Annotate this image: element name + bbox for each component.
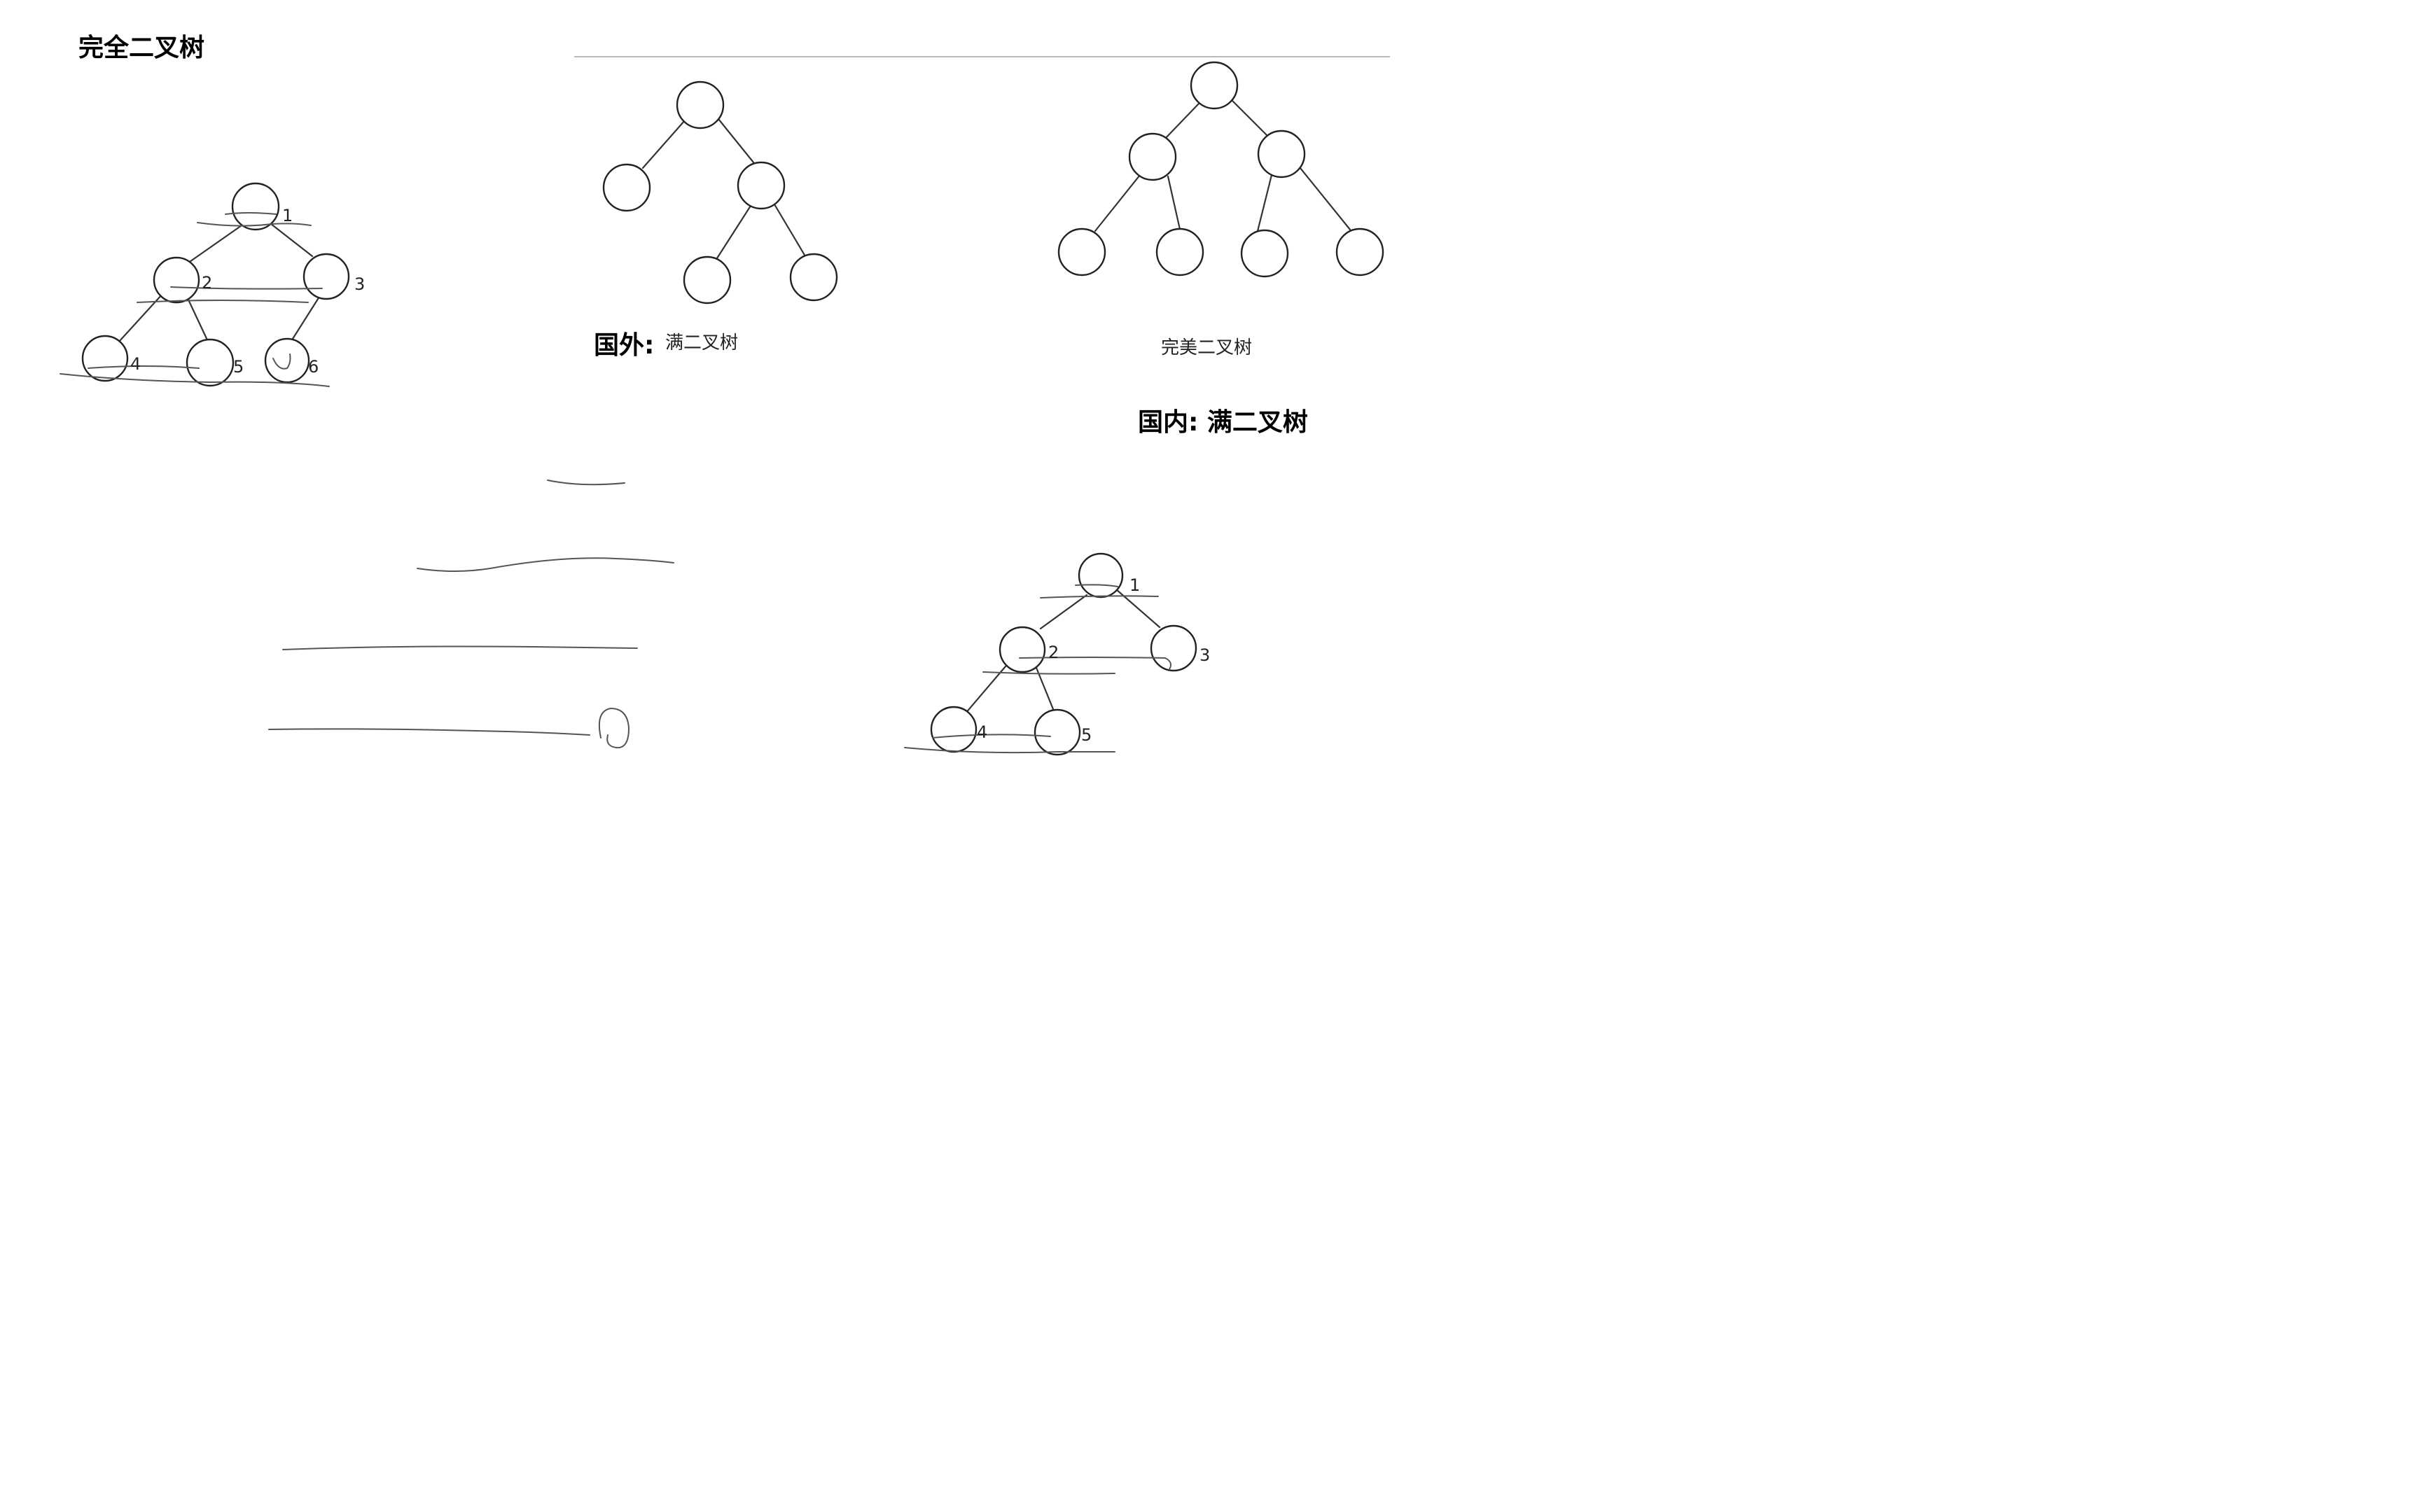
- example-scribble-1: [1075, 584, 1118, 587]
- edge-p-l-ll: [1094, 174, 1141, 232]
- edge-p-root-right: [1228, 97, 1270, 139]
- example-node-5: [1034, 708, 1081, 756]
- scribble-level-2a: [170, 286, 323, 290]
- example-scribble-2: [1040, 595, 1159, 598]
- foreign-prefix: 国外:: [594, 331, 654, 360]
- scribble-level-3b: [60, 373, 330, 387]
- edge-2-5: [186, 297, 210, 344]
- perfect-tree-right: [1257, 130, 1306, 178]
- full-tree-right-right: [789, 253, 838, 302]
- perfect-tree-rr: [1335, 227, 1384, 276]
- scribble-level-3a: [88, 365, 200, 369]
- edge-e-2-5: [1035, 666, 1056, 714]
- perfect-tree-left: [1128, 132, 1177, 181]
- edge-p-root-left: [1162, 102, 1200, 141]
- full-tree-root: [676, 80, 725, 130]
- example-node-label-2: 2: [1048, 643, 1059, 662]
- scribble-node6-check: [272, 354, 291, 370]
- edge-e-1-2: [1039, 594, 1088, 630]
- example-complete-tree: 1 2 3 4 5: [904, 552, 1210, 756]
- edge-f-right-right: [773, 203, 807, 258]
- example-node-label-3: 3: [1199, 645, 1210, 665]
- edge-1-2: [186, 223, 245, 265]
- tree-node-label-3: 3: [354, 274, 365, 294]
- full-tree-right-left: [683, 255, 732, 304]
- example-node-2: [999, 626, 1046, 673]
- full-tree-left: [602, 163, 651, 212]
- scribble-line-3: [282, 645, 638, 650]
- tree-node-6: [264, 337, 310, 384]
- example-node-3: [1150, 624, 1197, 672]
- scribble-line-4: [268, 728, 590, 736]
- perfect-tree-label: 完美二叉树: [1161, 337, 1252, 358]
- foreign-full-tree-label: 满二叉树: [665, 332, 738, 354]
- scribble-lines: [268, 479, 674, 749]
- example-node-label-1: 1: [1129, 575, 1140, 595]
- edge-3-6: [291, 295, 321, 340]
- tree-node-1: [231, 182, 280, 231]
- complete-binary-tree: 1 2 3 4 5 6: [60, 182, 365, 387]
- tree-node-label-2: 2: [202, 273, 212, 293]
- tree-node-3: [302, 253, 350, 300]
- edge-f-right-left: [714, 204, 752, 262]
- perfect-tree-lr: [1155, 227, 1204, 276]
- scribble-line-2: [417, 557, 674, 572]
- scribble-level-2b: [137, 300, 309, 303]
- tree-node-4: [81, 335, 129, 382]
- example-scribble-6: [904, 747, 1115, 754]
- example-node-label-4: 4: [977, 722, 987, 742]
- tree-node-label-1: 1: [282, 206, 293, 225]
- perfect-tree-root: [1190, 61, 1239, 110]
- perfect-tree-ll: [1057, 227, 1106, 276]
- domestic-full-tree-label: 国内: 满二叉树: [1138, 408, 1308, 437]
- scribble-node1-top: [225, 212, 277, 215]
- example-node-1: [1078, 552, 1124, 598]
- perfect-binary-tree: [1057, 61, 1384, 278]
- example-node-4: [930, 706, 978, 753]
- scribble-line-1: [547, 479, 625, 486]
- edge-p-r-rr: [1295, 162, 1351, 231]
- full-tree-right: [737, 161, 786, 210]
- scribble-loop: [598, 707, 630, 749]
- edge-f-root-left: [641, 119, 686, 169]
- edge-e-1-3: [1115, 588, 1161, 629]
- edge-p-r-rl: [1256, 174, 1273, 232]
- example-node-label-5: 5: [1081, 725, 1092, 745]
- tree-node-label-4: 4: [130, 354, 141, 374]
- example-scribble-5: [932, 734, 1051, 738]
- edge-p-l-lr: [1167, 175, 1182, 234]
- complete-tree-title: 完全二叉树: [78, 33, 204, 62]
- tree-node-label-5: 5: [233, 357, 244, 377]
- example-scribble-3: [1019, 657, 1171, 670]
- full-binary-tree-foreign: [602, 80, 838, 304]
- tree-node-5: [186, 338, 235, 387]
- edge-1-3: [266, 220, 314, 258]
- tree-node-2: [153, 256, 200, 304]
- perfect-tree-rl: [1240, 229, 1289, 278]
- scribble-level-1: [197, 222, 312, 227]
- example-scribble-4: [982, 671, 1115, 675]
- edge-f-root-right: [717, 118, 755, 164]
- tree-node-label-6: 6: [308, 357, 319, 377]
- edge-e-2-4: [964, 665, 1007, 715]
